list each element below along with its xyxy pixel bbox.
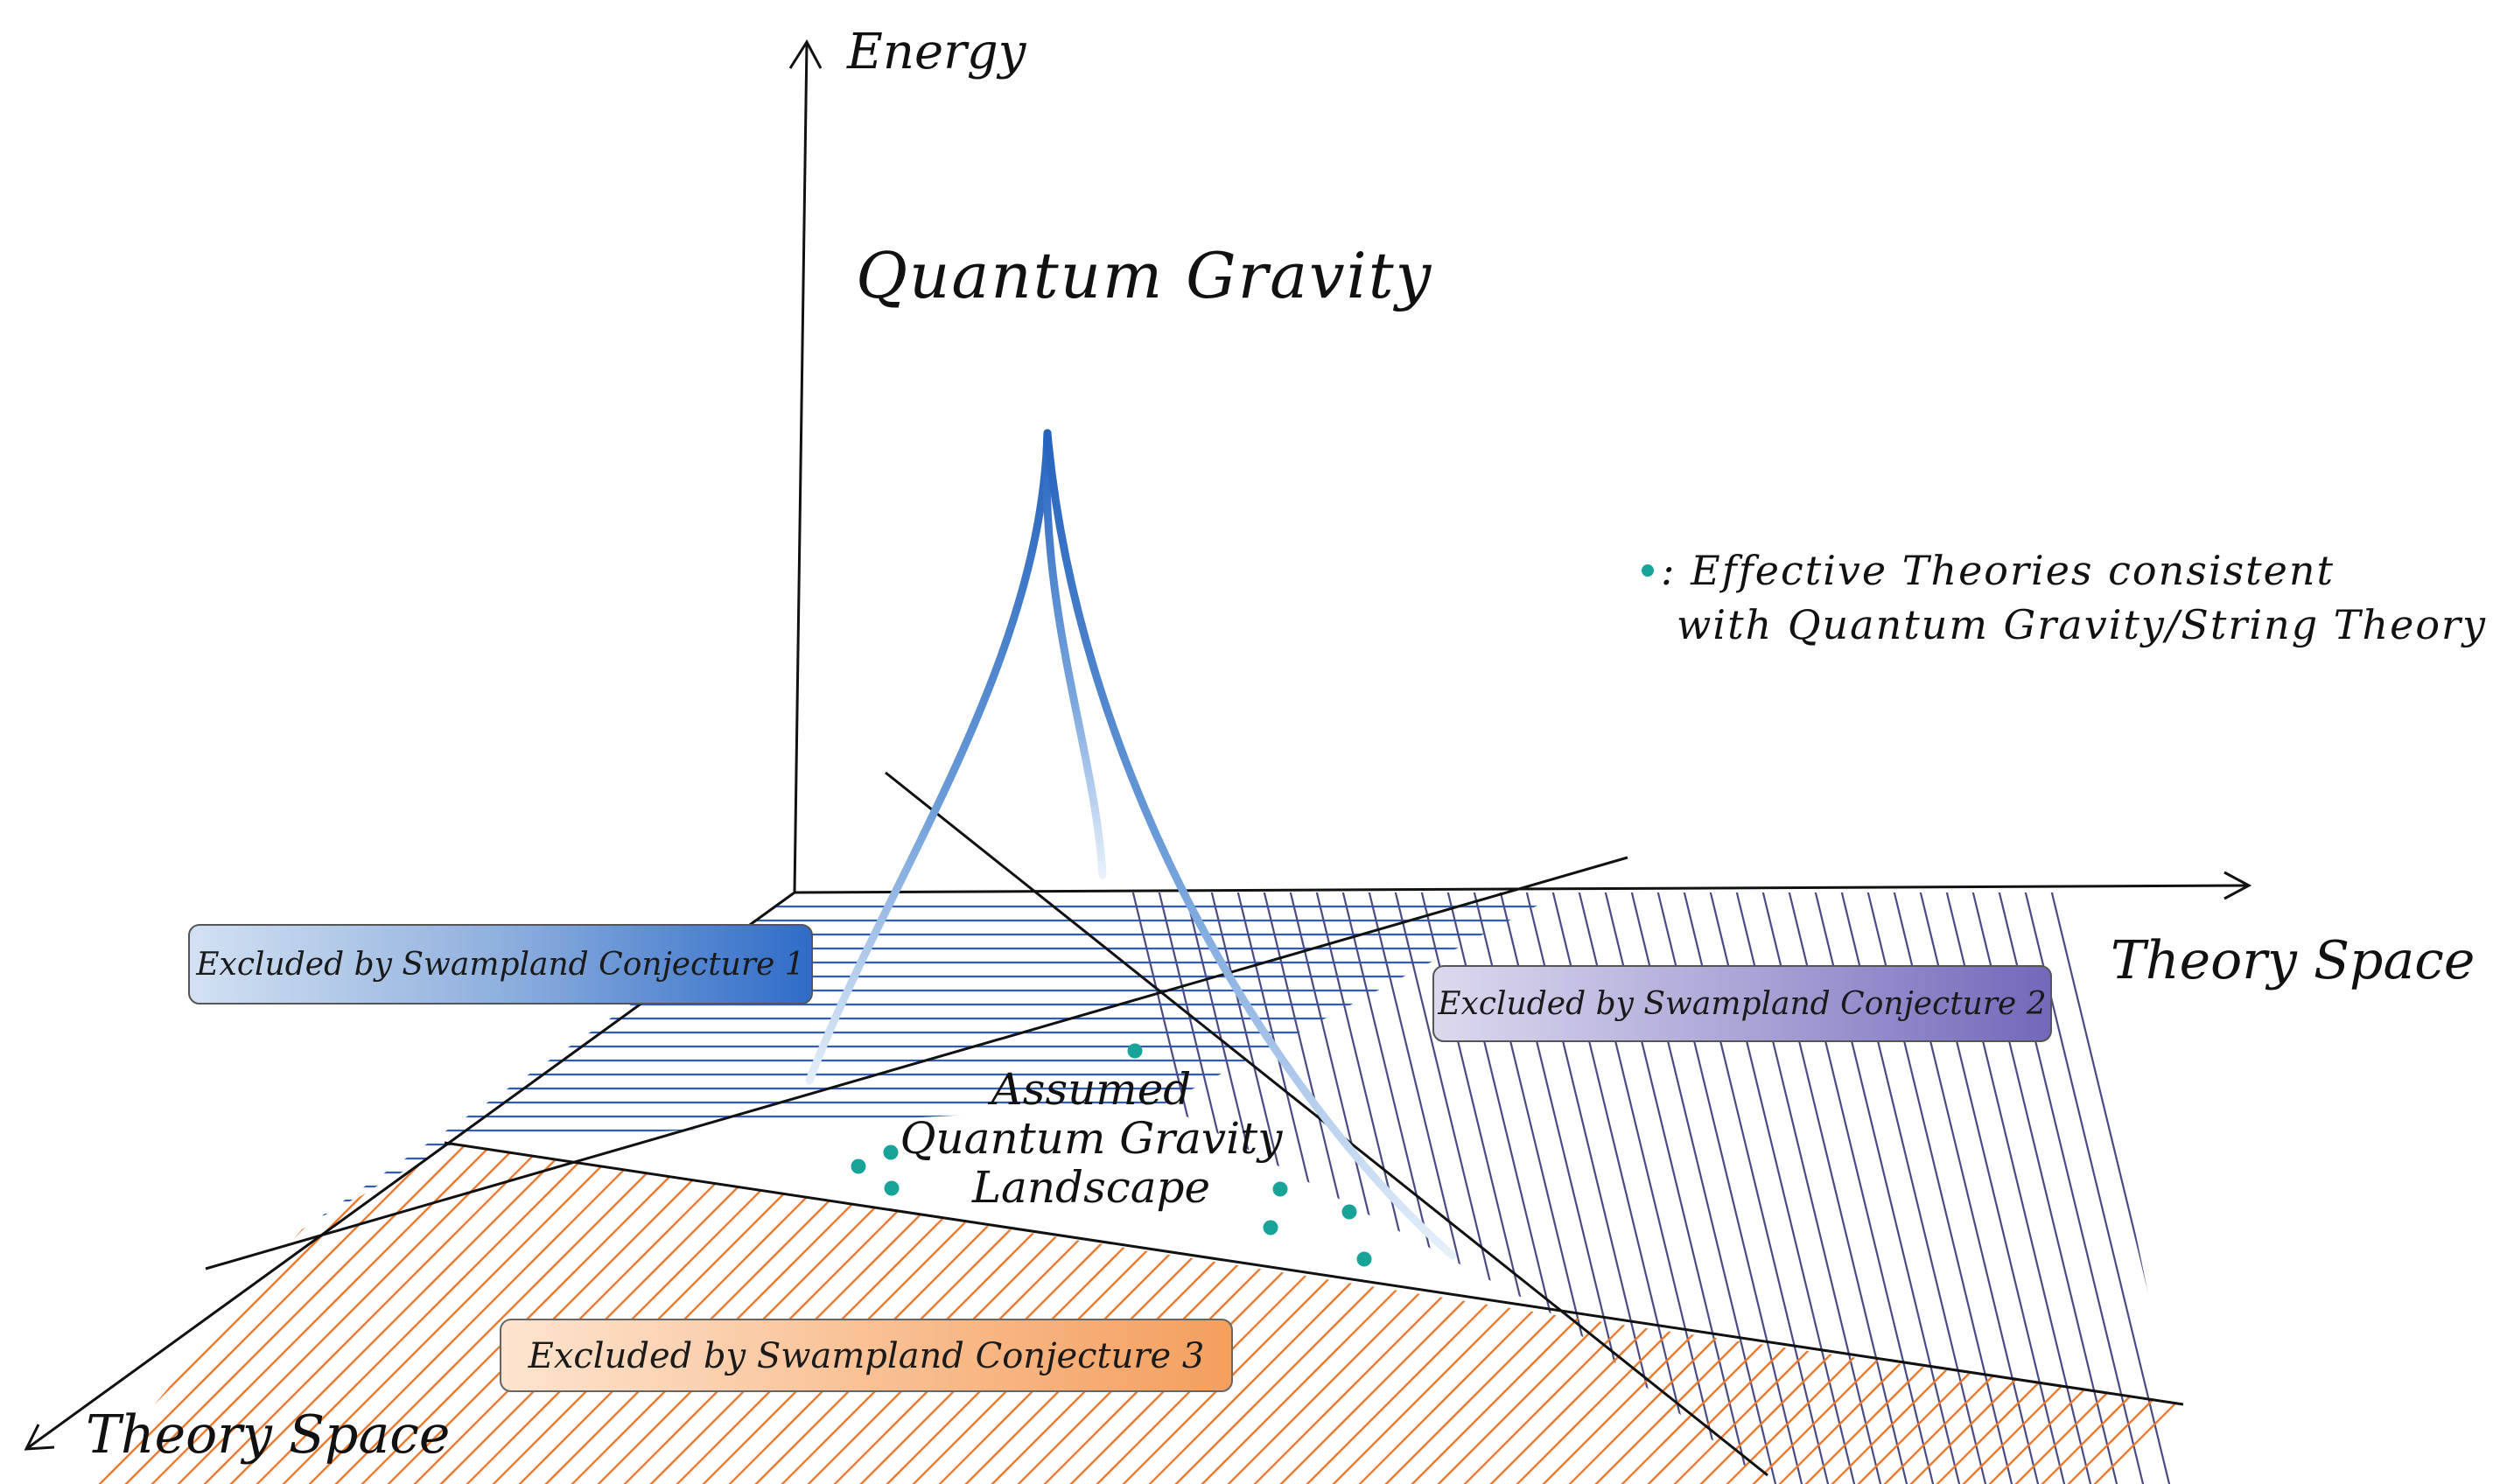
conjecture1-label: Excluded by Swampland Conjecture 1 [195,947,804,983]
effective-theory-dot [1356,1251,1372,1267]
hatch-line [104,1143,473,1484]
effective-theory-dot [1127,1043,1143,1059]
landscape-line-3: Landscape [971,1162,1210,1213]
legend-line-1: : Effective Theories consistent [1661,547,2335,594]
conjecture3-label: Excluded by Swampland Conjecture 3 [528,1336,1205,1376]
hatch-line [1968,1143,2188,1484]
curve-left [805,429,1052,1085]
hatch-line [2047,1143,2188,1484]
theory-space-left-arrowhead [24,1424,55,1451]
hatch-line [655,1143,1025,1484]
conjecture3-boundary [444,1141,2184,1406]
hatch-line [88,1143,447,1484]
conjecture1-box: Excluded by Swampland Conjecture 1 [188,924,813,1004]
effective-theory-dot [883,1144,899,1160]
conjecture2-box: Excluded by Swampland Conjecture 2 [1432,965,2052,1042]
effective-theory-dot [1272,1181,1288,1197]
hatch-line [235,1143,605,1484]
hatch-line [183,1143,552,1484]
effective-theory-dot [851,1158,866,1174]
hatch-line [130,1143,500,1484]
landscape-line-1: Assumed [988,1064,1192,1115]
diagram-title: Quantum Gravity [856,239,1432,312]
hatch-line [157,1143,526,1484]
hatch-line [288,1143,657,1484]
landscape-label: Assumed Quantum Gravity Landscape [900,1064,1283,1213]
energy-axis-label: Energy [846,24,1027,80]
conjecture2-label: Excluded by Swampland Conjecture 2 [1437,986,2046,1022]
hatch-line [314,1143,683,1484]
hatch-line [209,1143,578,1484]
conjecture1-boundary [205,856,1628,1270]
conjecture3-box: Excluded by Swampland Conjecture 3 [500,1319,1233,1392]
hatch-line [262,1143,631,1484]
energy-axis [793,41,809,893]
hatch-line [1994,1143,2188,1484]
curve-middle [1042,429,1107,879]
effective-theory-dots [851,1043,1372,1267]
hatch-line [603,1143,972,1484]
theory-space-right-arrowhead [2223,871,2252,900]
quantum-gravity-curves [805,429,1457,1260]
hatch-line [2020,1143,2188,1484]
effective-theory-dot [1263,1220,1278,1236]
effective-theory-dot [1341,1204,1357,1220]
effective-theory-dot [884,1180,900,1196]
curve-right [1043,429,1457,1260]
theory-space-left-label: Theory Space [86,1404,450,1466]
landscape-line-2: Quantum Gravity [900,1113,1283,1164]
legend-line-2: with Quantum Gravity/String Theory [1677,601,2487,648]
energy-arrowhead [788,39,823,69]
hatch-line [2073,1143,2188,1484]
hatch-line [629,1143,998,1484]
legend-marker-dot [1642,564,1654,577]
theory-space-right-label: Theory Space [2111,930,2475,991]
